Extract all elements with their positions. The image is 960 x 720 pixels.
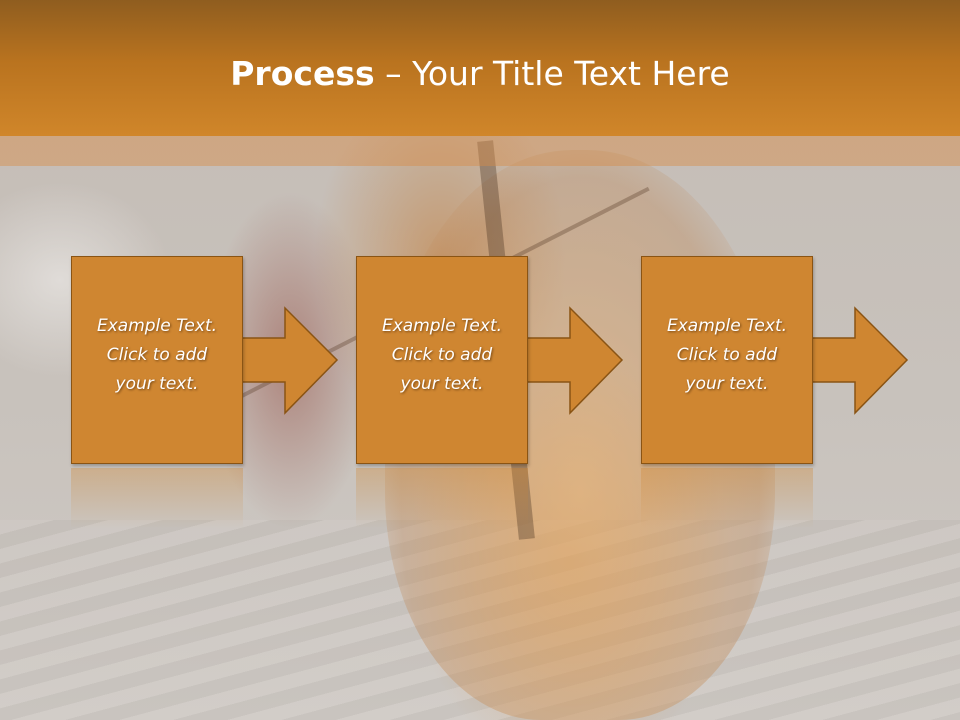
right-arrow-icon xyxy=(525,306,624,415)
step-reflection xyxy=(71,468,243,528)
step-reflection xyxy=(641,468,813,528)
step-box[interactable] xyxy=(71,256,243,464)
title-rest: – Your Title Text Here xyxy=(374,54,730,93)
header-subband xyxy=(0,136,960,166)
step-box[interactable] xyxy=(356,256,528,464)
step-text[interactable]: Example Text. Click to add your text. xyxy=(356,312,528,399)
step-reflection xyxy=(356,468,528,528)
step-text-line: Example Text. xyxy=(381,316,503,336)
step-text[interactable]: Example Text. Click to add your text. xyxy=(641,312,813,399)
step-text-line: your text. xyxy=(685,374,769,394)
step-text-line: Click to add xyxy=(391,345,493,365)
step-text[interactable]: Example Text. Click to add your text. xyxy=(71,312,243,399)
step-text-line: Example Text. xyxy=(96,316,218,336)
title-bold: Process xyxy=(230,54,375,93)
header-band xyxy=(0,0,960,136)
process-step-1[interactable]: Example Text. Click to add your text. xyxy=(71,256,411,528)
right-arrow-icon xyxy=(240,306,339,415)
step-text-line: Example Text. xyxy=(666,316,788,336)
step-box[interactable] xyxy=(641,256,813,464)
step-text-line: Click to add xyxy=(106,345,208,365)
process-step-2[interactable]: Example Text. Click to add your text. xyxy=(356,256,696,528)
step-text-line: your text. xyxy=(115,374,199,394)
process-step-3[interactable]: Example Text. Click to add your text. xyxy=(641,256,960,528)
step-text-line: Click to add xyxy=(676,345,778,365)
step-text-line: your text. xyxy=(400,374,484,394)
right-arrow-icon xyxy=(810,306,909,415)
slide-title[interactable]: Process – Your Title Text Here xyxy=(0,52,960,96)
